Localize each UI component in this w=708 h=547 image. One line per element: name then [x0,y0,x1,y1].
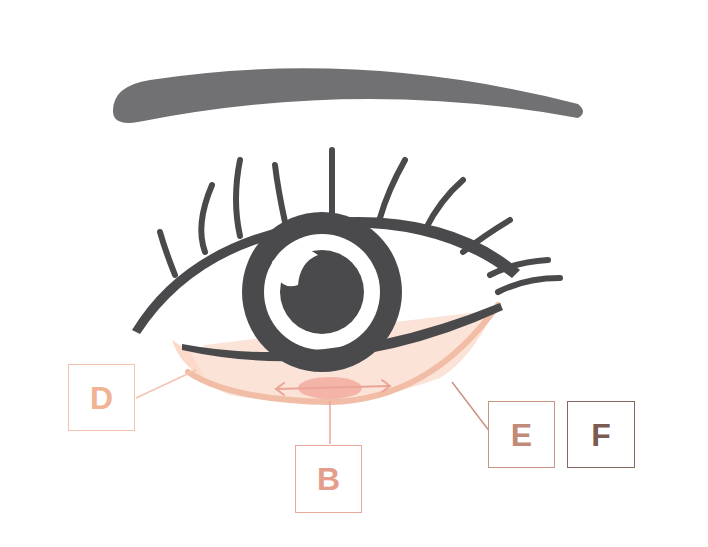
double-arrow [276,380,390,395]
label-box: F [567,401,635,468]
label-letter: F [591,419,611,451]
label-box: D [68,364,135,431]
leader-lines [136,370,490,444]
eyebrow [113,68,583,123]
label-letter: D [90,382,113,414]
upper-lid [132,217,520,334]
label-box: E [488,401,555,468]
label-box: B [295,445,362,513]
lower-lid [182,303,503,361]
highlight [272,248,318,286]
label-letter: B [317,463,340,495]
label-letter: E [511,419,532,451]
iris-ring [264,234,380,350]
